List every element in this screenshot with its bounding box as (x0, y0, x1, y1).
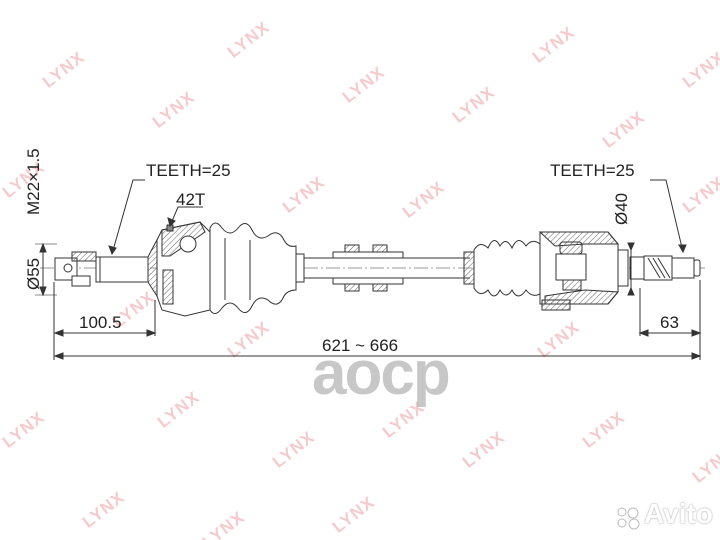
thread-spec-label: M22×1.5 (24, 148, 43, 215)
total-length-label: 621 ~ 666 (322, 336, 399, 355)
left-diameter-label: Ø55 (24, 257, 43, 290)
right-length-label: 63 (660, 313, 679, 332)
left-teeth-label: TEETH=25 (146, 161, 231, 180)
right-teeth-label: TEETH=25 (550, 161, 635, 180)
avito-logo: Avito (644, 498, 713, 529)
avito-dots-icon (617, 507, 640, 530)
left-length-label: 100.5 (79, 313, 122, 332)
abs-ring-teeth-label: 42T (176, 190, 206, 209)
right-diameter-label: Ø40 (612, 192, 631, 225)
aocp-logo: aocp (312, 339, 451, 408)
